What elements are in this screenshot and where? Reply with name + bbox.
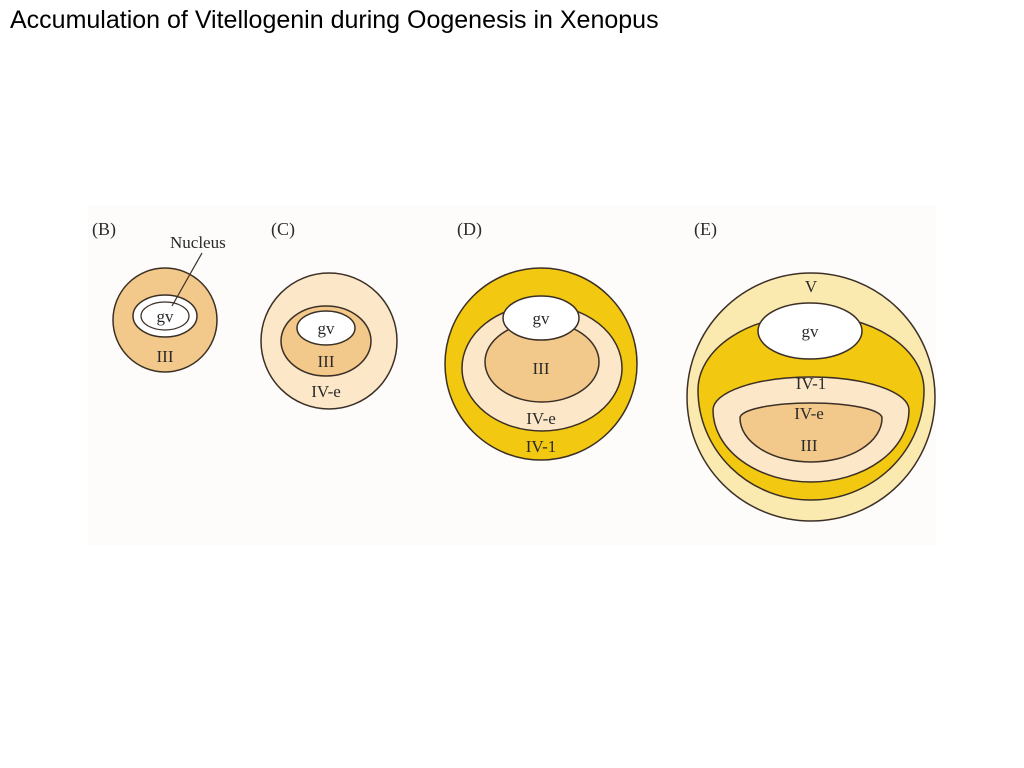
- nucleus-callout-line: [171, 252, 203, 307]
- panel-b-nucleus: [140, 301, 190, 331]
- panel-d: (D) gv III IV-e IV-1: [444, 219, 638, 461]
- panel-e-stage-iv-e-label: IV-e: [794, 404, 824, 423]
- panel-b-letter: (B): [92, 219, 116, 240]
- panel-e-letter: (E): [694, 219, 717, 240]
- panel-d-letter: (D): [457, 219, 482, 240]
- panel-d-gv-label: gv: [533, 309, 551, 328]
- panel-e-germinal-vesicle: [757, 302, 863, 360]
- panel-e-stage-iii-label: III: [801, 436, 818, 455]
- panel-c-letter: (C): [271, 219, 295, 240]
- panel-c: (C) gv III IV-e: [260, 219, 398, 410]
- panel-c-stage-iv-e-label: IV-e: [311, 382, 341, 401]
- panel-d-stage-iii-label: III: [533, 359, 550, 378]
- panel-b-stage-iii-label: III: [157, 347, 174, 366]
- nucleus-callout-label: Nucleus: [170, 233, 226, 252]
- panel-e-stage-v-label: V: [805, 277, 818, 296]
- panel-e: (E) gv V IV-1 IV-e III: [686, 219, 936, 522]
- panel-e-stage-iv-1-label: IV-1: [796, 374, 827, 393]
- panel-c-germinal-vesicle: [296, 310, 356, 346]
- panel-d-stage-iv-e-label: IV-e: [526, 409, 556, 428]
- panel-e-gv-label: gv: [802, 322, 820, 341]
- slide-title: Accumulation of Vitellogenin during Ooge…: [10, 6, 659, 34]
- panel-e-stage-iii-layer: [739, 402, 883, 463]
- panel-c-stage-iii-label: III: [318, 352, 335, 371]
- panel-c-gv-label: gv: [318, 319, 336, 338]
- panel-b: (B) gv III Nucleus: [92, 219, 226, 373]
- panel-d-germinal-vesicle: [502, 295, 580, 341]
- panel-d-stage-iv-1-label: IV-1: [526, 437, 557, 456]
- panel-b-gv-label: gv: [157, 307, 175, 326]
